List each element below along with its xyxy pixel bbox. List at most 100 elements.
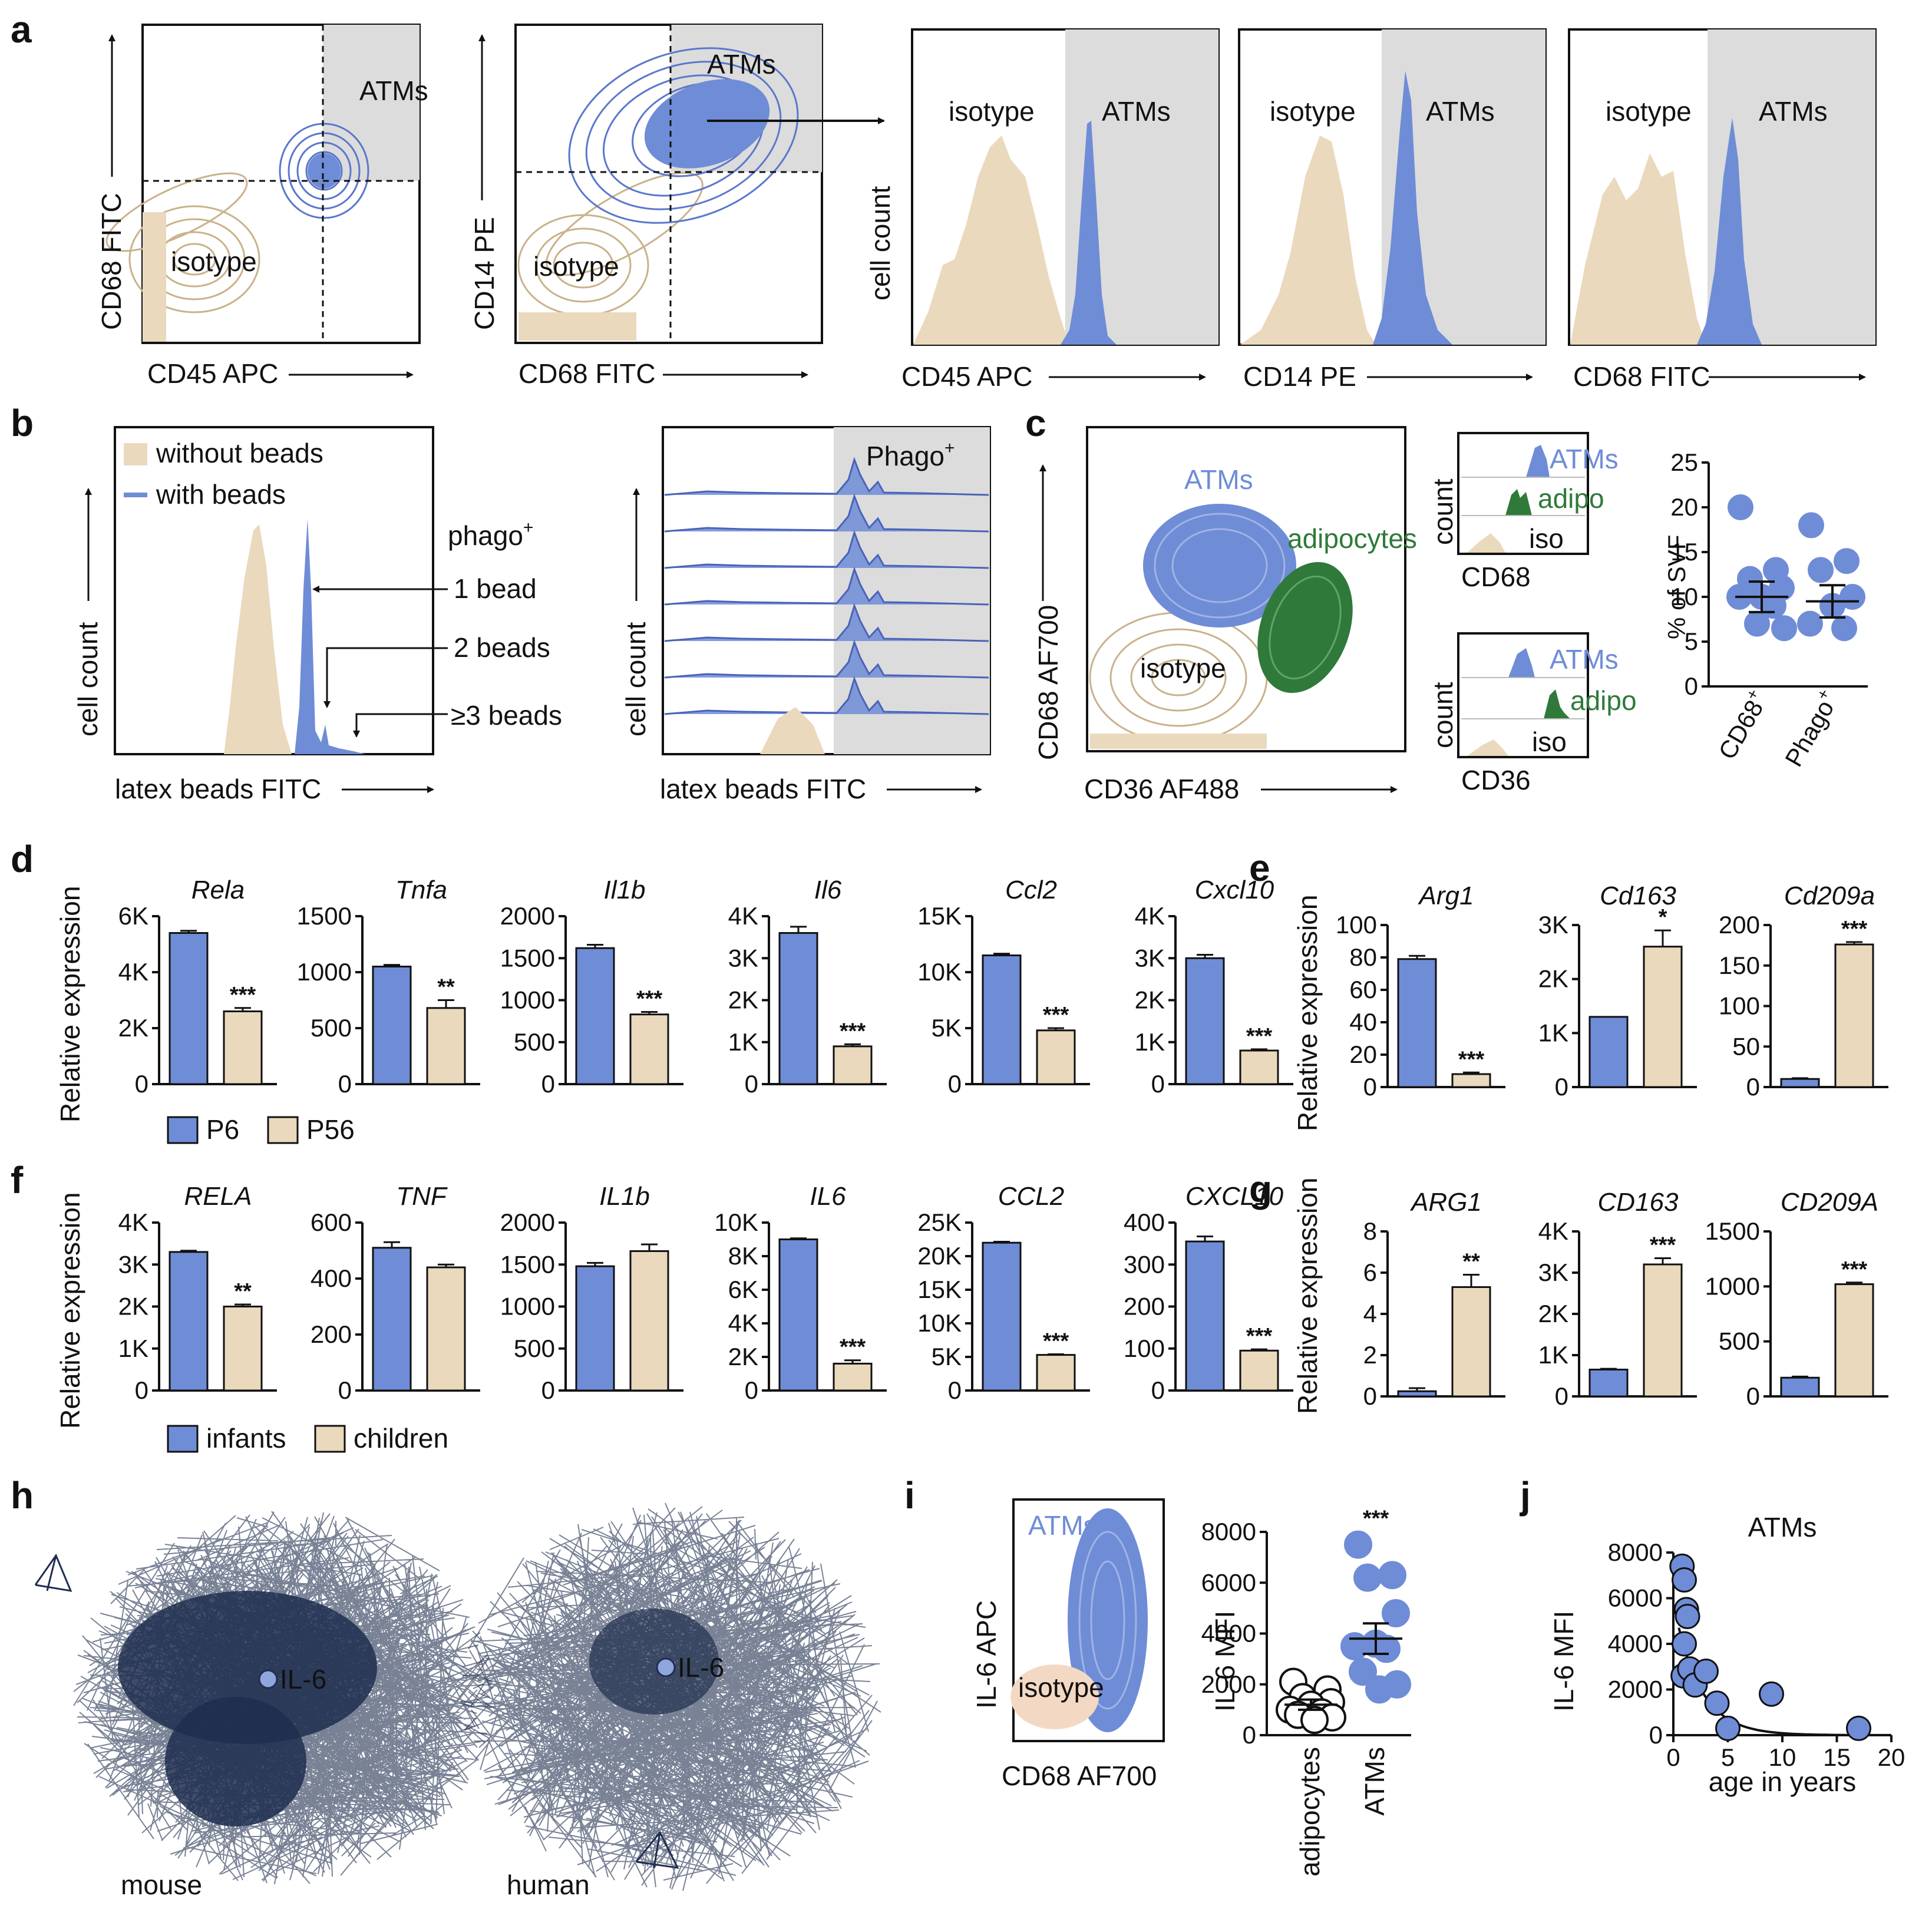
data-point bbox=[1744, 610, 1770, 637]
y-tick-label: 0 bbox=[1151, 1070, 1165, 1098]
data-point bbox=[1797, 610, 1823, 637]
network-core bbox=[118, 1591, 377, 1744]
significance-mark: *** bbox=[1043, 1003, 1069, 1028]
y-tick-label: 5K bbox=[932, 1343, 962, 1370]
bead-label-1: 1 bead bbox=[454, 573, 537, 604]
bar-young bbox=[575, 947, 615, 1085]
atm-label: ATMs bbox=[1550, 444, 1619, 474]
y-tick-label: 1000 bbox=[1705, 1272, 1760, 1300]
y-tick-label: 6K bbox=[728, 1276, 758, 1303]
y-tick-label: 4000 bbox=[1201, 1620, 1256, 1647]
il6-node-human bbox=[656, 1657, 676, 1677]
y-tick-label: 2K bbox=[1538, 1300, 1568, 1327]
y-tick-label: 1500 bbox=[1705, 1217, 1760, 1245]
data-point bbox=[1834, 548, 1860, 574]
gene-label: Il1b bbox=[604, 876, 646, 904]
x-axis-label: CD36 bbox=[1461, 765, 1531, 795]
y-tick-label: 15K bbox=[917, 1276, 962, 1303]
significance-mark: *** bbox=[1246, 1024, 1273, 1049]
overlay-histogram-row bbox=[664, 603, 989, 642]
atm-contour bbox=[279, 123, 369, 219]
y-tick-label: 0 bbox=[541, 1376, 555, 1404]
x-tick-label: 5 bbox=[1721, 1743, 1735, 1771]
y-tick-label: 0 bbox=[1363, 1382, 1377, 1410]
bar-old bbox=[426, 1266, 466, 1392]
x-axis-label: latex beads FITC bbox=[660, 774, 866, 804]
atm-label: ATMs bbox=[1184, 464, 1253, 495]
y-tick-label: 1000 bbox=[500, 1293, 555, 1320]
y-axis-label: CD68 FITC bbox=[96, 193, 127, 330]
y-tick-label: 0 bbox=[1746, 1073, 1760, 1101]
y-tick-label: 0 bbox=[1243, 1721, 1256, 1749]
panel-a-hist-2: isotype ATMs CD14 PE bbox=[1238, 28, 1547, 392]
x-axis-label: CD45 APC bbox=[147, 358, 278, 389]
y-tick-label: 3K bbox=[118, 1250, 148, 1278]
bar-old bbox=[833, 1362, 873, 1392]
data-point bbox=[1846, 1715, 1871, 1741]
significance-mark: *** bbox=[840, 1335, 866, 1360]
gene-label: Arg1 bbox=[1418, 881, 1474, 910]
x-tick-label: 15 bbox=[1823, 1743, 1851, 1771]
bar-young bbox=[169, 1251, 209, 1392]
y-tick-label: 8 bbox=[1363, 1217, 1377, 1245]
data-point bbox=[1808, 557, 1834, 583]
data-point bbox=[1771, 615, 1797, 642]
y-tick-label: 2K bbox=[118, 1293, 148, 1320]
adipo-label: adipo bbox=[1538, 483, 1604, 514]
atm-label: ATMs bbox=[1550, 644, 1619, 675]
panel-c-mini-hist-2: ATMs adipo iso CD36 count bbox=[1428, 632, 1637, 795]
legend-p56: P56 bbox=[306, 1114, 355, 1145]
bar-old bbox=[1451, 1073, 1491, 1088]
significance-mark: *** bbox=[230, 983, 256, 1008]
y-tick-label: 300 bbox=[1124, 1250, 1165, 1278]
gene-label: Cd209a bbox=[1784, 881, 1875, 910]
y-tick-label: 100 bbox=[1124, 1335, 1165, 1362]
gene-label: Cd163 bbox=[1600, 881, 1676, 910]
y-tick-label: 4K bbox=[118, 958, 148, 986]
atm-label: ATMs bbox=[1102, 96, 1171, 127]
data-point bbox=[1759, 1681, 1784, 1707]
bar-young bbox=[1588, 1016, 1629, 1088]
y-tick-label: 20 bbox=[1349, 1041, 1377, 1068]
gene-label: Tnfa bbox=[395, 876, 447, 904]
y-axis-label: IL-6 MFI bbox=[1548, 1611, 1579, 1712]
bar-young bbox=[1185, 957, 1225, 1085]
bar-old bbox=[1834, 943, 1874, 1088]
data-point bbox=[1353, 1563, 1382, 1592]
mouse-network bbox=[34, 1511, 495, 1885]
isotype-label: isotype bbox=[1018, 1672, 1104, 1703]
overlay-histogram-row bbox=[664, 530, 989, 569]
y-tick-label: 4K bbox=[728, 902, 758, 930]
isotype-label: isotype bbox=[949, 96, 1035, 127]
y-tick-label: 60 bbox=[1349, 976, 1377, 1003]
y-tick-label: 6K bbox=[118, 902, 148, 930]
significance-mark: *** bbox=[1841, 1257, 1868, 1282]
y-tick-label: 1K bbox=[728, 1028, 758, 1056]
y-axis-label: CD68 AF700 bbox=[1033, 605, 1064, 760]
legend-children: children bbox=[354, 1423, 448, 1454]
bar-old bbox=[1239, 1049, 1279, 1085]
gene-label: ARG1 bbox=[1409, 1188, 1482, 1217]
y-tick-label: 200 bbox=[1124, 1293, 1165, 1320]
il6-label-mouse: IL-6 bbox=[280, 1664, 326, 1695]
y-tick-label: 0 bbox=[1555, 1073, 1568, 1101]
gene-label: IL6 bbox=[810, 1182, 846, 1211]
legend-infants: infants bbox=[206, 1423, 286, 1454]
y-tick-label: 1500 bbox=[297, 902, 352, 930]
overlay-histogram-row bbox=[664, 676, 989, 715]
panel-b-histogram: without beads with beads phago+ 1 bead 2… bbox=[72, 426, 562, 804]
panel-letter-g: g bbox=[1249, 1168, 1272, 1210]
data-point bbox=[1704, 1690, 1730, 1716]
y-tick-label: 2K bbox=[728, 1343, 758, 1370]
x-tick-label: 10 bbox=[1769, 1743, 1796, 1771]
y-tick-label: 2K bbox=[1538, 965, 1568, 993]
gene-label: CXCL10 bbox=[1185, 1182, 1284, 1211]
